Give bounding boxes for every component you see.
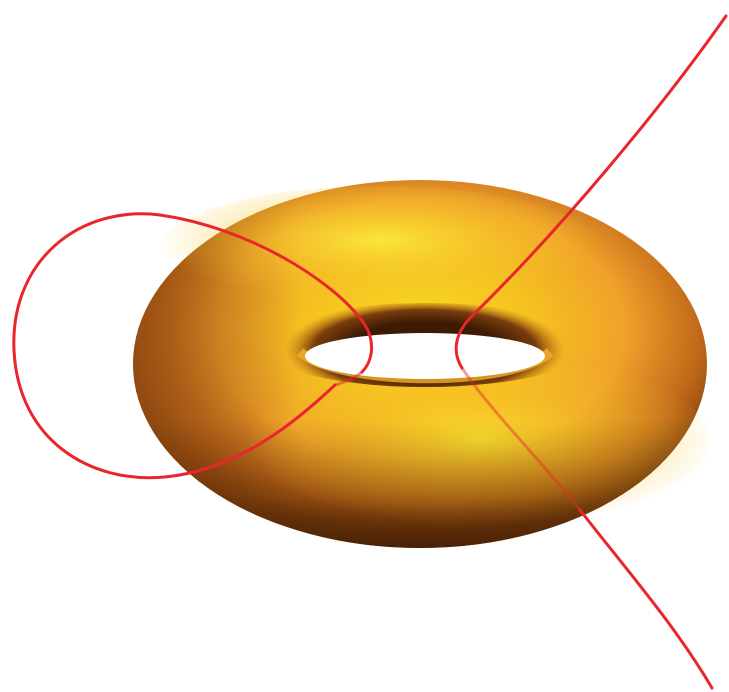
right-branch-upper-curve	[454, 14, 728, 370]
torus-inner-rim-lower	[296, 347, 554, 384]
intersection-curves	[12, 14, 728, 690]
right-branch-hidden-segment	[460, 366, 582, 512]
left-loop-hidden-segment	[333, 370, 364, 387]
torus	[133, 180, 710, 548]
left-loop-curve	[12, 212, 374, 480]
right-branch-lower-curve	[578, 508, 714, 690]
